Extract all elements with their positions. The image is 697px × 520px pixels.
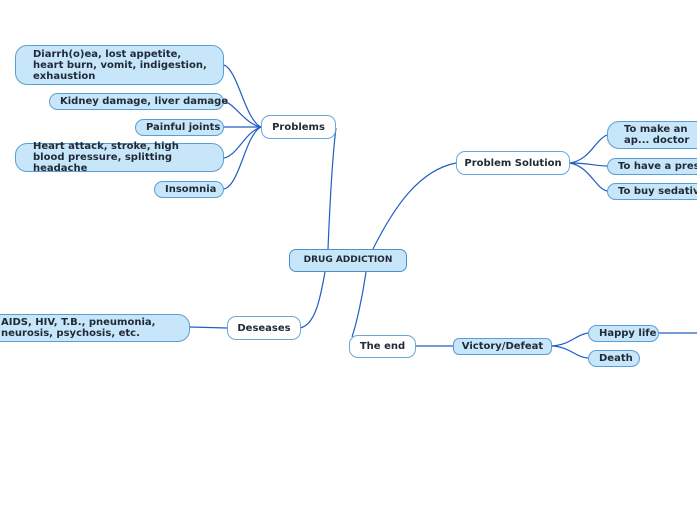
end-node[interactable]: The end (349, 335, 416, 358)
link-root-end (351, 271, 367, 338)
outcome-item-happy[interactable]: Happy life (588, 325, 659, 342)
problem-item-symptoms[interactable]: Diarrh(o)ea, lost appetite, heart burn, … (15, 45, 224, 85)
victory-label: Victory/Defeat (461, 341, 544, 352)
problem-item-joints[interactable]: Painful joints (135, 119, 224, 136)
link-solution-3 (569, 162, 608, 192)
link-root-deseases (299, 271, 326, 329)
solution-item-prescription[interactable]: To have a presc... (607, 158, 697, 175)
solution-item-sedatives[interactable]: To buy sedative... (607, 183, 697, 200)
link-solution-2 (569, 162, 608, 167)
outcome-item-death[interactable]: Death (588, 350, 640, 367)
problem-item-label: Heart attack, stroke, high blood pressur… (33, 141, 179, 174)
root-label: DRUG ADDICTION (303, 255, 393, 265)
link-problems-5 (223, 126, 262, 190)
solution-item-label: To have a presc... (618, 161, 697, 172)
solution-label: Problem Solution (464, 157, 562, 169)
link-deseases-1 (189, 326, 228, 329)
problem-item-label: Kidney damage, liver damage (60, 96, 229, 107)
victory-node[interactable]: Victory/Defeat (453, 338, 552, 355)
problem-item-insomnia[interactable]: Insomnia (154, 181, 224, 198)
end-label: The end (359, 341, 406, 352)
link-solution-1 (569, 134, 608, 164)
problem-item-kidney[interactable]: Kidney damage, liver damage (49, 93, 228, 110)
link-victory-happy (551, 332, 589, 347)
link-root-solution (372, 162, 457, 250)
problem-item-label: Painful joints (146, 122, 221, 133)
problem-item-heart[interactable]: Heart attack, stroke, high blood pressur… (15, 141, 224, 174)
problems-node[interactable]: Problems (261, 115, 336, 139)
problems-label: Problems (272, 121, 325, 133)
solution-item-appointment[interactable]: To make an ap... doctor (607, 121, 697, 149)
link-root-problems (327, 127, 337, 250)
deseases-label: Deseases (237, 322, 291, 334)
outcome-item-label: Death (599, 353, 633, 364)
link-victory-death (551, 345, 589, 359)
problem-item-label: Insomnia (165, 184, 217, 195)
desease-item-list[interactable]: AIDS, HIV, T.B., pneumonia, neurosis, ps… (0, 314, 190, 342)
solution-item-label: To make an ap... doctor (624, 124, 690, 146)
outcome-item-label: Happy life (599, 328, 657, 339)
solution-node[interactable]: Problem Solution (456, 151, 570, 175)
link-problems-1 (223, 64, 262, 128)
link-problems-2 (223, 100, 262, 128)
desease-item-label: AIDS, HIV, T.B., pneumonia, neurosis, ps… (1, 317, 156, 339)
solution-item-label: To buy sedative... (618, 186, 697, 197)
problem-item-label: Diarrh(o)ea, lost appetite, heart burn, … (33, 48, 207, 82)
deseases-node[interactable]: Deseases (227, 316, 301, 340)
root-node[interactable]: DRUG ADDICTION (289, 249, 407, 272)
link-problems-4 (223, 126, 262, 159)
